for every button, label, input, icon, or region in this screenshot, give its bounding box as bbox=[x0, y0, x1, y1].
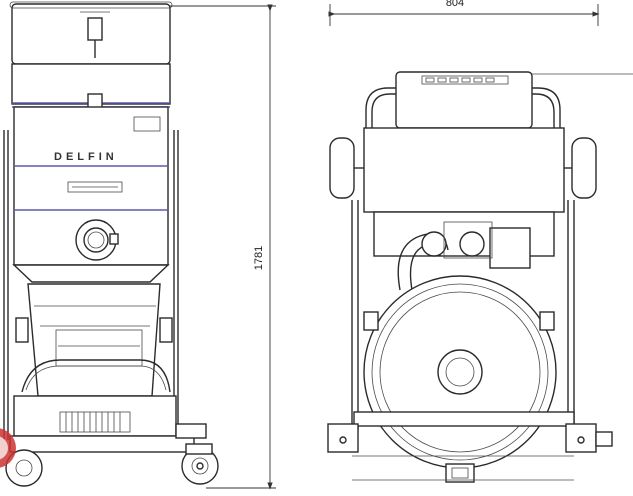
width-dimension-label: 804 bbox=[446, 0, 464, 9]
collection-container bbox=[27, 283, 161, 397]
front-wheel bbox=[5, 449, 43, 487]
machine-base bbox=[13, 395, 177, 437]
side-wheel-left bbox=[329, 137, 355, 199]
side-handle-left bbox=[365, 87, 396, 160]
control-box bbox=[489, 227, 531, 269]
drum-center-port bbox=[437, 349, 483, 395]
motor-housing bbox=[395, 71, 533, 129]
container-handle bbox=[21, 359, 171, 393]
upper-housing bbox=[363, 127, 565, 213]
front-view: DELFIN bbox=[0, 1, 219, 487]
height-dimension-label: 1781 bbox=[253, 246, 265, 270]
side-wheel-right bbox=[571, 137, 597, 199]
chassis bbox=[9, 435, 195, 453]
side-view: 804 bbox=[327, 0, 633, 483]
name-plate bbox=[67, 181, 123, 193]
upper-clamp bbox=[87, 17, 103, 41]
side-chassis bbox=[353, 411, 575, 427]
filter-mesh bbox=[65, 412, 121, 432]
drain-outlet bbox=[445, 463, 475, 483]
label-plate bbox=[133, 116, 161, 132]
brand-label: DELFIN bbox=[54, 151, 118, 163]
width-dimension: 804 bbox=[328, 0, 600, 26]
side-handle-right bbox=[532, 87, 561, 160]
hopper-cone bbox=[12, 264, 170, 283]
height-dimension: 1781 bbox=[170, 4, 276, 490]
